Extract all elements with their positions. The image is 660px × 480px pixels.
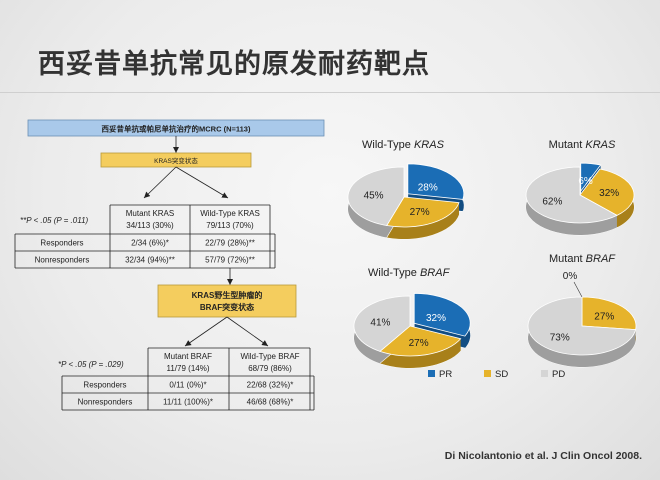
arrow [143,166,177,199]
pie-slice-pd [347,166,405,226]
arrow [175,166,229,199]
pie-value-label: 32% [599,188,619,199]
pie-slice-sd [579,168,635,216]
braf-table [61,347,315,411]
pie-value-label: 45% [364,190,384,201]
pie-chart [347,163,465,240]
pie-value-label: 73% [550,333,570,344]
braf-col2-header: Wild-Type BRAF [240,352,299,361]
braf-cell: 11/11 (100%)* [163,398,213,407]
pie-slice-wall [386,202,460,240]
kras-cell: 22/79 (28%)** [205,239,255,248]
pie-value-label: 28% [418,182,438,193]
pie-title: Mutant BRAF [549,253,616,265]
pie-value-label: 27% [410,207,430,218]
kras-pvalue: **P < .05 (P = .011) [20,216,89,225]
title-divider [0,92,660,93]
braf-status-label: KRAS野生型肿瘤的 [192,290,263,300]
braf-status-label: BRAF突变状态 [200,302,254,312]
pie-title: Mutant KRAS [549,139,616,151]
braf-pvalue: *P < .05 (P = .029) [58,360,124,369]
pie-title: Wild-Type KRAS [362,139,445,151]
cohort-box-label: 西妥昔单抗或帕尼单抗治疗的MCRC (N=113) [102,124,251,134]
kras-col2-n: 79/113 (70%) [206,221,254,230]
kras-table [14,204,276,269]
kras-col1-header: Mutant KRAS [126,209,174,218]
braf-cell: 22/68 (32%)* [247,381,294,390]
legend-label: PR [439,369,452,380]
kras-row-label: Nonresponders [35,256,90,265]
pie-legend: PR SD PD [428,369,565,380]
pie-slice-pd [527,296,637,356]
pie-slice-pr [407,163,465,200]
arrow [184,316,228,347]
pie-value-label: 0% [563,271,578,282]
pie-leader-line [573,281,583,298]
pie-chart [527,296,637,368]
pie-value-label: 27% [409,338,429,349]
kras-status-label: KRAS突变状态 [154,156,198,165]
pie-slice-sd [379,325,462,357]
kras-cell: 2/34 (6%)* [131,239,169,248]
braf-cell: 0/11 (0%)* [169,381,206,390]
kras-cell: 57/79 (72%)** [205,256,255,265]
braf-cell: 46/68 (68%)* [247,398,294,407]
pie-slice-pr [413,292,471,337]
citation: Di Nicolantonio et al. J Clin Oncol 2008… [444,450,642,462]
braf-col1-n: 11/79 (14%) [167,364,210,373]
legend-label: PD [552,369,565,380]
kras-col1-n: 34/113 (30%) [126,221,174,230]
pie-slice-sd [386,196,460,228]
pie-slice-wall [379,338,461,369]
pie-title: Wild-Type BRAF [368,267,451,279]
pie-value-label: 62% [542,197,562,208]
legend-swatch-pd [541,370,548,377]
pie-value-label: 32% [426,313,446,324]
slide-title: 西妥昔单抗常见的原发耐药靶点 [38,49,430,79]
pie-value-label: 41% [370,317,390,328]
legend-swatch-sd [484,370,491,377]
pie-value-label: 6% [578,176,593,187]
kras-cell: 32/34 (94%)** [125,256,175,265]
pie-chart [353,292,471,369]
pie-value-label: 27% [594,311,614,322]
pie-slice-pd [525,166,618,224]
braf-status-box [157,284,297,318]
kras-row-label: Responders [40,239,83,248]
kras-col2-header: Wild-Type KRAS [200,209,260,218]
braf-col2-n: 68/79 (86%) [248,364,292,373]
pie-slice-pr [580,162,602,193]
braf-row-label: Responders [83,381,126,390]
braf-col1-header: Mutant BRAF [164,352,212,361]
arrow [226,316,269,347]
pie-chart [525,162,635,236]
legend-swatch-pr [428,370,435,377]
braf-row-label: Nonresponders [78,398,133,407]
pie-slice-sd [581,296,637,331]
legend-label: SD [495,369,508,380]
pie-slice-pd [353,295,411,352]
